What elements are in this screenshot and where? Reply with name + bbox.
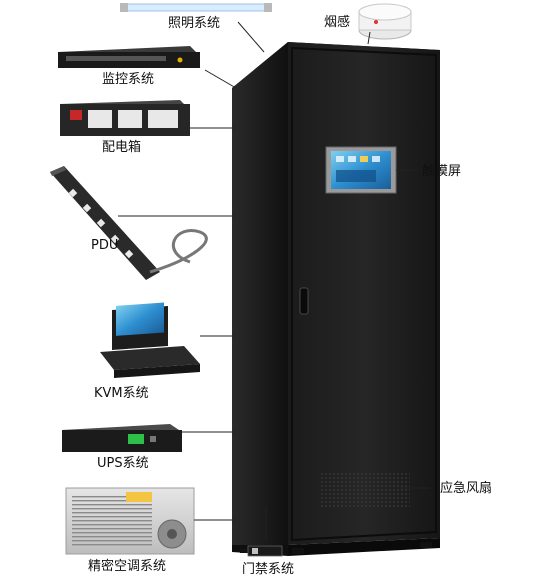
label-touchscreen: 触摸屏 xyxy=(422,164,462,179)
label-kvm-system: KVM系统 xyxy=(94,386,149,401)
label-access-control-system: 门禁系统 xyxy=(242,562,295,577)
cabinet-front-door xyxy=(288,42,440,545)
pdu-icon xyxy=(50,166,208,280)
access-control-lock-icon xyxy=(247,545,283,557)
label-lighting-system: 照明系统 xyxy=(168,16,221,31)
leader-line-smoke xyxy=(367,31,371,45)
kvm-icon xyxy=(100,302,200,378)
leader-line-monitoring xyxy=(204,69,237,89)
label-monitoring-system: 监控系统 xyxy=(102,72,155,87)
emergency-fan-vent xyxy=(320,472,410,508)
cabinet-foot xyxy=(420,542,432,548)
precision-ac-icon xyxy=(65,487,195,555)
label-precision-ac-system: 精密空调系统 xyxy=(88,559,167,574)
door-handle xyxy=(299,287,309,315)
leader-line-lighting xyxy=(237,21,265,53)
ups-icon xyxy=(62,424,182,452)
monitoring-system-icon xyxy=(58,46,200,68)
label-smoke-detector: 烟感 xyxy=(324,15,351,30)
cabinet-foot xyxy=(292,548,304,554)
cabinet-base-front xyxy=(288,538,440,556)
label-emergency-fan: 应急风扇 xyxy=(440,481,493,496)
distribution-box-icon xyxy=(60,100,190,136)
cabinet-side xyxy=(232,42,288,545)
smoke-detector-icon xyxy=(358,3,412,40)
server-cabinet xyxy=(232,42,440,556)
leader-lines xyxy=(118,21,430,540)
door-frame xyxy=(291,46,437,542)
label-distribution-box: 配电箱 xyxy=(102,140,142,155)
lighting-tube-icon xyxy=(120,3,272,12)
label-pdu: PDU xyxy=(91,238,119,253)
label-ups-system: UPS系统 xyxy=(97,456,149,471)
touchscreen-panel xyxy=(325,146,397,194)
cabinet-foot xyxy=(240,548,250,553)
